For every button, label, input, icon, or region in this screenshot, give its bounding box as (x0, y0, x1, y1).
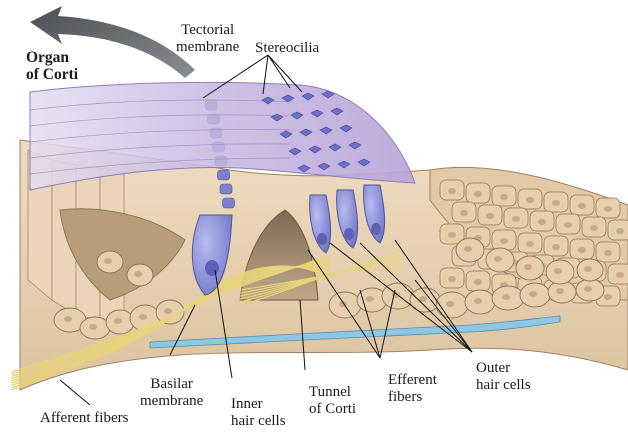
stereocilia-tuft (330, 107, 344, 116)
stereocilia-tuft (279, 130, 293, 139)
cell-nucleus (512, 216, 520, 222)
cell-nucleus (139, 314, 147, 320)
cell-nucleus (590, 225, 598, 231)
cell-nucleus (538, 219, 546, 225)
cell-nucleus (89, 324, 97, 330)
stereocilia-tuft (288, 147, 302, 156)
afferent-fibers-label: Afferent fibers (40, 410, 129, 426)
supporting-cells (53, 237, 605, 340)
cell-nucleus (474, 298, 482, 304)
cell-nucleus (524, 264, 532, 270)
cell-nucleus (464, 246, 472, 252)
cell-nucleus (448, 188, 456, 194)
cell-nucleus (502, 294, 510, 300)
stereocilia-tuft (348, 141, 362, 150)
outer-hair-cell-nucleus (317, 233, 327, 245)
cell-nucleus (616, 272, 624, 278)
tectorial-membrane (29, 81, 416, 191)
inner-stereocilia-row (217, 169, 230, 181)
outer-hair-cell-nucleus (371, 223, 381, 235)
membrane-stripe (29, 143, 291, 159)
cell-nucleus (584, 286, 592, 292)
organ-of-corti-title: Organ of Corti (26, 49, 79, 83)
cell-nucleus (64, 316, 72, 322)
cell-nucleus (529, 291, 537, 297)
cell-nucleus (556, 288, 564, 294)
stereocilia-tuft (328, 143, 342, 152)
stereocilia-tuft (297, 164, 311, 173)
membrane-stripe (29, 99, 291, 111)
cell-nucleus (474, 191, 482, 197)
cell-nucleus (104, 258, 112, 264)
cell-nucleus (164, 308, 172, 314)
cell-nucleus (500, 194, 508, 200)
membrane-stripe (29, 157, 291, 175)
stereocilia-tuft (357, 158, 371, 167)
cell-nucleus (366, 296, 374, 302)
cell-nucleus (460, 210, 468, 216)
basilar-membrane (149, 315, 561, 349)
direction-arrow (30, 6, 195, 78)
inner-stereocilia-row (222, 197, 235, 209)
stereocilia-tuft (261, 96, 275, 105)
cell-nucleus (526, 241, 534, 247)
cell-nucleus (494, 256, 502, 262)
cell-nucleus (554, 268, 562, 274)
cell-nucleus (578, 247, 586, 253)
inner-stereocilia-row (219, 183, 233, 195)
leader-lines (59, 54, 473, 406)
cell-nucleus (552, 200, 560, 206)
membrane-stripe (29, 114, 291, 127)
stereocilia-tuft (301, 92, 315, 101)
cell-nucleus (448, 276, 456, 282)
nerve-fibers (11, 249, 401, 391)
stereocilia-tuft (319, 126, 333, 135)
cell-nucleus (604, 206, 612, 212)
stereocilia-tuft (290, 111, 304, 120)
cell-nucleus (446, 301, 454, 307)
stereocilia-tuft (337, 160, 351, 169)
cell-nucleus (526, 197, 534, 203)
membrane-stripe (29, 129, 291, 143)
efferent-fibers-label: Efferent fibers (388, 372, 437, 405)
cell-nucleus (584, 266, 592, 272)
cell-nucleus (564, 222, 572, 228)
cell-nucleus (604, 250, 612, 256)
stereocilia-tuft (339, 124, 353, 133)
tectorial-membrane-label: Tectorial membrane (176, 22, 240, 55)
stereocilia-tuft (308, 145, 322, 154)
stereocilia-tuft (321, 90, 335, 99)
inner-hair-cells-label: Inner hair cells (231, 396, 286, 429)
cell-nucleus (448, 232, 456, 238)
afferent-fiber (11, 265, 331, 391)
cell-nucleus (500, 238, 508, 244)
inner-sulcus (59, 208, 186, 301)
stereocilia (261, 90, 371, 173)
stereocilia-tuft (281, 94, 295, 103)
tunnel-of-corti-label: Tunnel of Corti (309, 384, 357, 417)
cell-nucleus (578, 203, 586, 209)
stereocilia-tuft (299, 128, 313, 137)
cell-nucleus (616, 228, 624, 234)
stereocilia-tuft (317, 162, 331, 171)
cell-nucleus (604, 294, 612, 300)
stereocilia-tuft (270, 113, 284, 122)
cell-nucleus (419, 296, 427, 302)
cell-nucleus (474, 279, 482, 285)
outer-hair-cell-nucleus (344, 228, 354, 240)
cell-nucleus (114, 318, 122, 324)
stereocilia-tuft (310, 109, 324, 118)
tectorial-stripes (29, 99, 291, 175)
basilar-membrane-label: Basilar membrane (140, 376, 204, 409)
efferent-fiber (239, 268, 401, 306)
cell-nucleus (134, 271, 142, 277)
outer-hair-cells-label: Outer hair cells (476, 360, 531, 393)
stereocilia-label: Stereocilia (255, 40, 320, 56)
inner-hair-cell (191, 214, 233, 296)
inner-hair-cell-nucleus (205, 260, 219, 276)
cell-nucleus (486, 213, 494, 219)
cell-nucleus (552, 244, 560, 250)
